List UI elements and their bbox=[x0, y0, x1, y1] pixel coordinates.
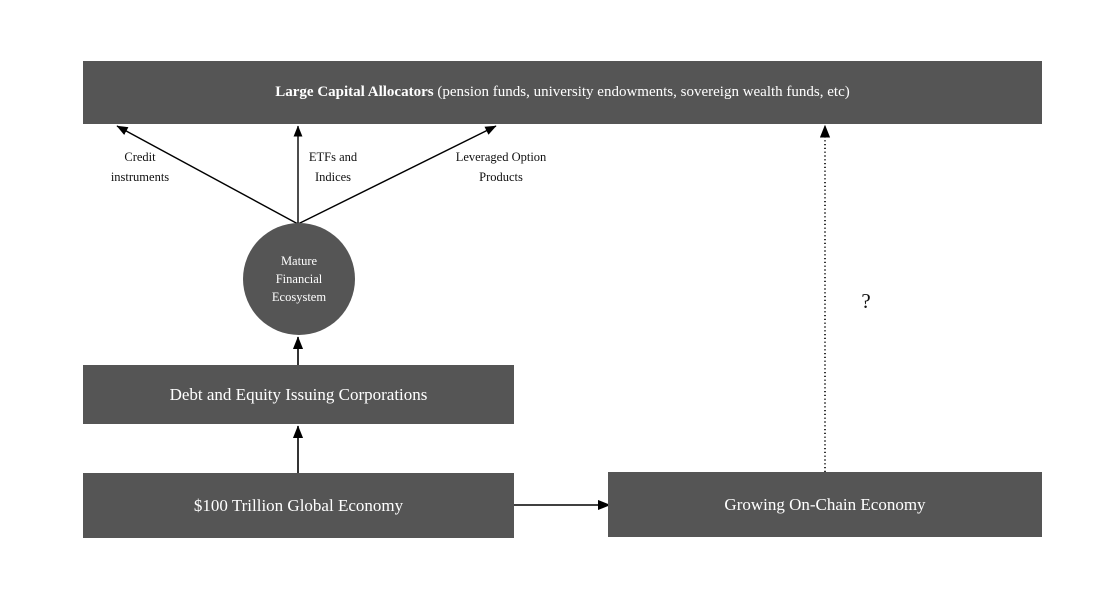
edge-label-leveraged-line-1: Leveraged Option bbox=[455, 150, 547, 164]
node-growing-on-chain-economy[interactable]: Growing On-Chain Economy bbox=[608, 472, 1042, 537]
node-allocators-label-bold: Large Capital Allocators bbox=[275, 84, 434, 101]
edge-label-etfs-line-2: Indices bbox=[314, 170, 352, 184]
node-ecosystem-line-2: Financial bbox=[275, 271, 323, 286]
edge-label-etfs-line-1: ETFs and bbox=[308, 150, 358, 164]
node-ecosystem-line-3: Ecosystem bbox=[271, 290, 327, 305]
node-allocators-label-rest: (pension funds, university endowments, s… bbox=[433, 84, 850, 101]
edge-label-credit-line-2: instruments bbox=[110, 170, 170, 184]
edge-label-etfs-and-indices: ETFs and Indices bbox=[283, 147, 383, 187]
node-global-economy[interactable]: $100 Trillion Global Economy bbox=[83, 473, 514, 538]
node-corporations-label: Debt and Equity Issuing Corporations bbox=[169, 384, 428, 404]
edge-label-credit-line-1: Credit bbox=[124, 150, 156, 164]
node-mature-financial-ecosystem[interactable]: Mature Financial Ecosystem bbox=[243, 223, 355, 335]
node-ecosystem-text: Mature Financial Ecosystem bbox=[272, 252, 326, 306]
node-large-capital-allocators[interactable]: Large Capital Allocators (pension funds,… bbox=[83, 61, 1042, 124]
node-debt-and-equity-issuing-corporations[interactable]: Debt and Equity Issuing Corporations bbox=[83, 365, 514, 424]
node-allocators-text: Large Capital Allocators (pension funds,… bbox=[275, 83, 850, 102]
node-ecosystem-line-1: Mature bbox=[280, 253, 318, 268]
edge-label-question-mark: ? bbox=[861, 289, 871, 313]
edge-label-leveraged-line-2: Products bbox=[479, 170, 523, 184]
edge-label-leveraged-option-products: Leveraged Option Products bbox=[441, 147, 561, 187]
edge-label-credit-instruments: Credit instruments bbox=[90, 147, 190, 187]
node-onchain-economy-label: Growing On-Chain Economy bbox=[724, 494, 926, 514]
node-global-economy-label: $100 Trillion Global Economy bbox=[193, 495, 404, 515]
